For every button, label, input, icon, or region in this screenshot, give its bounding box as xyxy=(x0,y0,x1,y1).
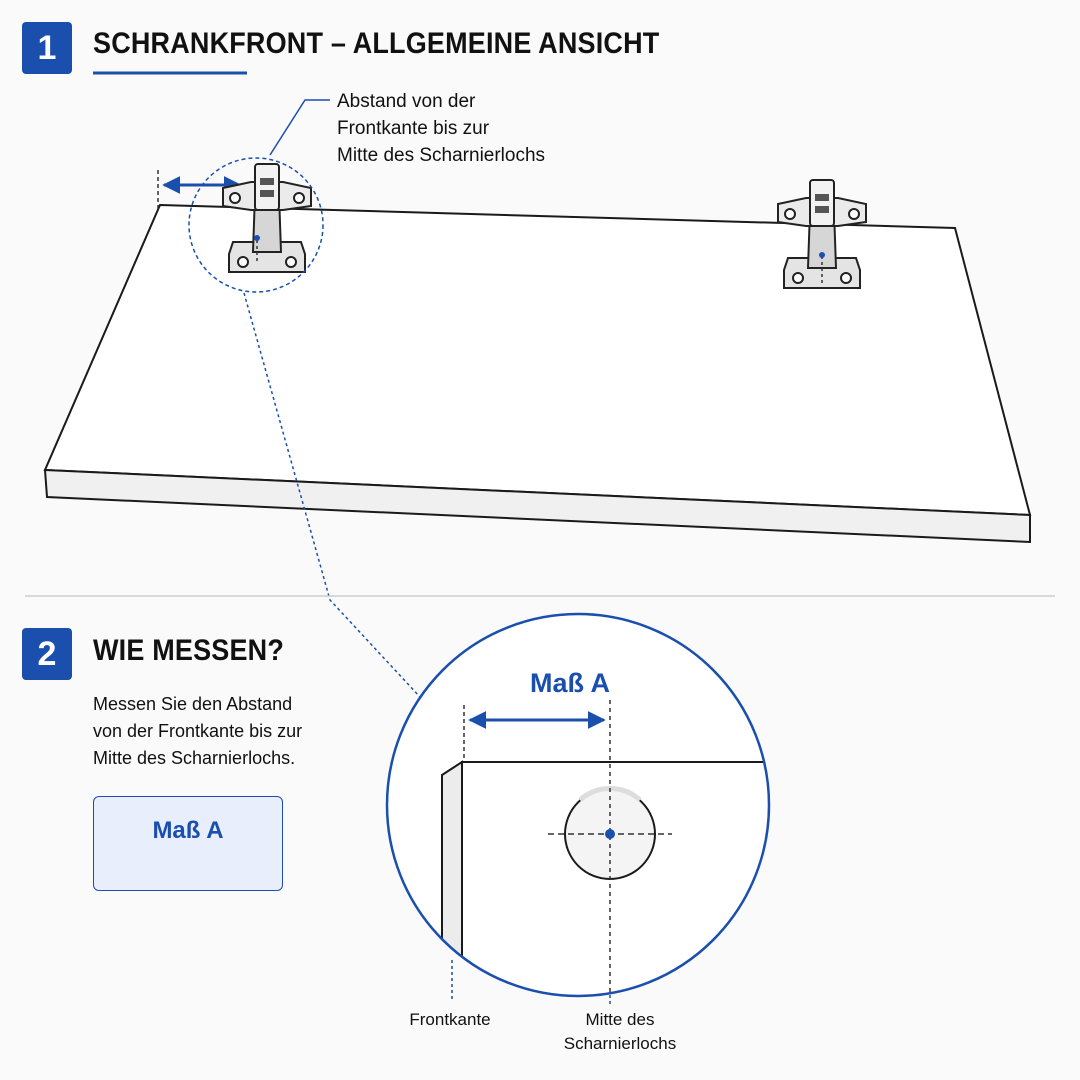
zoom-circle xyxy=(188,157,324,293)
callout-leader xyxy=(269,99,330,156)
section-2-badge: 2 xyxy=(22,628,72,680)
instruction-line: von der Frontkante bis zur xyxy=(93,721,303,741)
hole-label-line: Mitte des xyxy=(585,1010,655,1029)
section-2-title: WIE MESSEN? xyxy=(93,634,284,667)
hole-center-label: Mitte des Scharnierlochs xyxy=(545,1008,695,1056)
section-1-title: SCHRANKFRONT – ALLGEMEINE ANSICHT xyxy=(93,27,660,60)
hinge-right-icon xyxy=(777,179,867,289)
instruction-line: Mitte des Scharnierlochs. xyxy=(93,748,296,768)
measure-card: Maß A xyxy=(93,796,283,891)
detail-measure-label: Maß A xyxy=(530,668,610,698)
section-1-number: 1 xyxy=(37,28,57,67)
callout-line: Abstand von der xyxy=(337,91,476,112)
cabinet-panel xyxy=(43,203,1032,544)
section-1-badge: 1 xyxy=(22,22,72,74)
frontkante-label: Frontkante xyxy=(409,1010,491,1029)
section-2-number: 2 xyxy=(37,634,57,673)
hinge-left-icon xyxy=(222,163,312,273)
detail-magnifier: Maß A xyxy=(385,612,771,1005)
instruction-text: Messen Sie den Abstand von der Frontkant… xyxy=(93,691,302,772)
hole-label-line: Scharnierlochs xyxy=(563,1034,677,1053)
callout-text: Abstand von der Frontkante bis zur Mitte… xyxy=(337,88,545,169)
callout-line: Frontkante bis zur xyxy=(337,118,490,139)
card-label: Maß A xyxy=(152,817,224,844)
instruction-line: Messen Sie den Abstand xyxy=(93,694,293,714)
callout-line: Mitte des Scharnierlochs xyxy=(337,145,546,166)
detail-leader xyxy=(243,292,421,698)
